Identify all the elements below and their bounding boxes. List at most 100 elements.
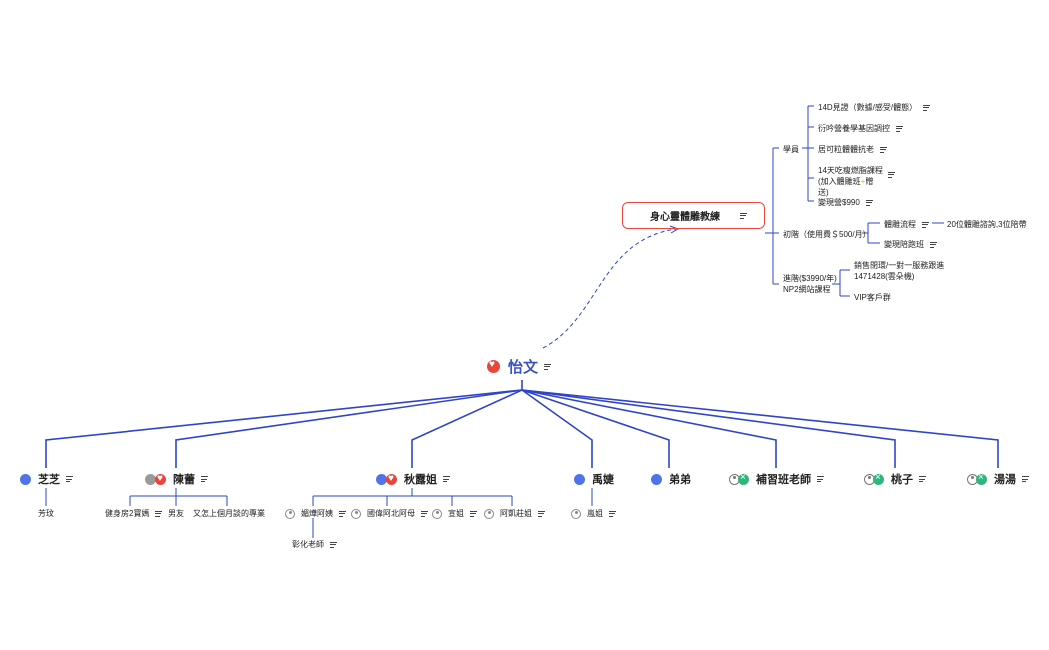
root-topic-label: 怡文: [508, 359, 539, 376]
subtopic[interactable]: 嵐姐: [571, 508, 616, 519]
notes-icon[interactable]: [740, 211, 747, 220]
subtopic-label: 宣姐: [448, 509, 464, 518]
item-label: 20位體雕諮詢,3位陪帶: [947, 220, 1027, 229]
item-label: 變現陪跑班: [884, 240, 924, 249]
subtopic[interactable]: 宣姐: [432, 508, 477, 519]
subtopic[interactable]: 男友: [168, 508, 184, 519]
central-topic[interactable]: 身心靈體雕教練: [622, 202, 765, 229]
subtopic-label: 媚燁阿姨: [301, 509, 333, 518]
branch-label: 初階（使用費＄500/月）: [783, 230, 871, 239]
status-dot-icon: [376, 473, 387, 485]
green-badge-icon: [738, 472, 749, 485]
heart-icon: [155, 473, 166, 485]
child-topic[interactable]: 補習班老師: [729, 471, 824, 487]
advanced-item[interactable]: 變現陪跑班: [884, 239, 937, 250]
item-label: 送): [818, 188, 829, 197]
item-label: VIP客戶群: [854, 293, 891, 302]
notes-icon[interactable]: [201, 475, 208, 484]
notes-icon[interactable]: [66, 475, 73, 484]
notes-icon[interactable]: [896, 124, 903, 133]
subtopic-label: 健身房2寶媽: [105, 509, 150, 518]
notes-icon[interactable]: [538, 509, 545, 518]
green-badge-icon: [976, 472, 987, 485]
status-dot-icon: [651, 473, 662, 485]
item-label: (加入體雕班: [818, 177, 861, 186]
heart-icon: [487, 359, 500, 373]
subtopic[interactable]: 彰化老師: [292, 539, 337, 550]
item-label: 14D見證（數據/感受/體態）: [818, 103, 918, 112]
item-label: 1471428(雲朵機): [854, 272, 915, 281]
notes-icon[interactable]: [421, 509, 428, 518]
person-icon: [351, 508, 361, 519]
advanced-item[interactable]: 體雕流程: [884, 219, 929, 230]
subtopic-label: 阿凱莊姐: [500, 509, 532, 518]
branch-label: NP2網站課程: [783, 285, 831, 294]
star-icon: +: [860, 177, 866, 186]
subtopic[interactable]: 又怎上個月談的專業: [193, 508, 265, 519]
notes-icon[interactable]: [330, 540, 337, 549]
topic-label: 秋露姐: [404, 474, 437, 486]
notes-icon[interactable]: [470, 509, 477, 518]
topic-label: 湯湯: [994, 474, 1016, 486]
subtopic-label: 男友: [168, 509, 184, 518]
branch-advanced2[interactable]: 進階($3990/年) NP2網站課程: [783, 273, 837, 295]
notes-icon[interactable]: [919, 475, 926, 484]
subtopic[interactable]: 健身房2寶媽: [105, 508, 163, 519]
notes-icon[interactable]: [865, 198, 873, 207]
item-label: 贈: [865, 177, 874, 186]
advanced2-item[interactable]: VIP客戶群: [854, 292, 891, 303]
status-dot-icon: [574, 473, 585, 485]
advanced-subitem[interactable]: 20位體雕諮詢,3位陪帶: [947, 219, 1027, 230]
notes-icon[interactable]: [923, 103, 931, 112]
students-item[interactable]: 衍吟營養學基因調控: [818, 123, 903, 134]
advanced2-item[interactable]: 銷售閉環/一對一服務跟進 1471428(雲朵機): [854, 260, 944, 282]
person-icon: [484, 508, 494, 519]
notes-icon[interactable]: [155, 509, 163, 518]
notes-icon[interactable]: [888, 170, 895, 179]
students-item[interactable]: 變現營$990: [818, 197, 873, 208]
central-topic-label: 身心靈體雕教練: [650, 212, 720, 223]
notes-icon[interactable]: [1022, 475, 1029, 484]
root-topic[interactable]: 怡文: [487, 356, 552, 377]
notes-icon[interactable]: [817, 475, 824, 484]
child-topic[interactable]: 禹婕: [574, 471, 614, 487]
subtopic[interactable]: 阿凱莊姐: [484, 508, 545, 519]
notes-icon[interactable]: [339, 509, 346, 518]
students-item[interactable]: 14D見證（數據/感受/體態）: [818, 102, 931, 113]
topic-label: 芝芝: [38, 474, 60, 486]
subtopic-label: 又怎上個月談的專業: [193, 509, 265, 518]
notes-icon[interactable]: [880, 145, 887, 154]
students-item-multiline[interactable]: 14天吃瘦燃脂課程 (加入體雕班+贈 送): [818, 165, 883, 198]
branch-label: 學員: [783, 145, 799, 154]
notes-icon[interactable]: [922, 220, 929, 229]
child-topic[interactable]: 秋露姐: [376, 471, 450, 487]
child-topic[interactable]: 陳蕾: [145, 471, 208, 487]
topic-label: 陳蕾: [173, 474, 195, 486]
notes-icon[interactable]: [609, 509, 616, 518]
status-dot-icon: [145, 473, 156, 485]
item-label: 銷售閉環/一對一服務跟進: [854, 261, 945, 270]
status-dot-icon: [20, 473, 31, 485]
item-label: 變現營$990: [818, 198, 860, 207]
topic-label: 桃子: [891, 474, 913, 486]
subtopic[interactable]: 國偉阿北阿母: [351, 508, 428, 519]
subtopic[interactable]: 媚燁阿姨: [285, 508, 346, 519]
item-label: 居可粒體體抗老: [818, 145, 874, 154]
notes-icon[interactable]: [443, 475, 450, 484]
item-label: 衍吟營養學基因調控: [818, 124, 890, 133]
child-topic[interactable]: 湯湯: [967, 471, 1029, 487]
students-item[interactable]: 居可粒體體抗老: [818, 144, 887, 155]
person-icon: [285, 508, 295, 519]
child-topic[interactable]: 芝芝: [20, 471, 73, 487]
child-topic[interactable]: 弟弟: [651, 471, 691, 487]
topic-label: 禹婕: [592, 474, 614, 486]
subtopic[interactable]: 芳玟: [38, 508, 54, 519]
item-label: 14天吃瘦燃脂課程: [818, 166, 883, 175]
subtopic-label: 彰化老師: [292, 540, 324, 549]
child-topic[interactable]: 桃子: [864, 471, 926, 487]
branch-students[interactable]: 學員: [783, 144, 799, 155]
branch-advanced[interactable]: 初階（使用費＄500/月）: [783, 229, 871, 240]
notes-icon[interactable]: [544, 362, 552, 371]
notes-icon[interactable]: [930, 240, 937, 249]
